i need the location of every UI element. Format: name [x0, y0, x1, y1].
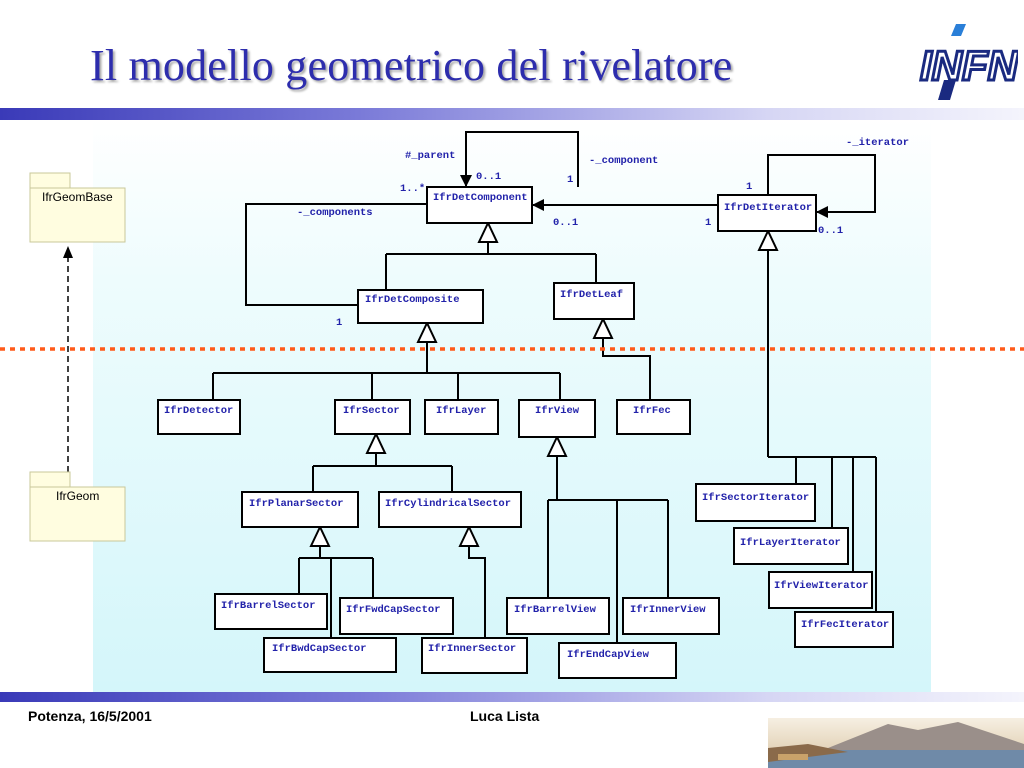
class-name: IfrSector [343, 405, 400, 417]
slide-title: Il modello geometrico del rivelatore [90, 41, 733, 90]
class-ifrendcapview[interactable] [558, 642, 677, 679]
class-name: IfrBwdCapSector [272, 643, 367, 655]
role-parent-label: #_parent [405, 150, 455, 162]
multiplicity-label: 0..1 [818, 225, 843, 237]
iterator-generalization-triangle [757, 228, 779, 251]
leaf-generalization-triangle [592, 316, 614, 339]
multiplicity-label: 1 [705, 217, 711, 229]
class-name: IfrInnerView [630, 604, 706, 616]
multiplicity-label: 1 [567, 174, 573, 186]
class-name: IfrDetIterator [724, 202, 812, 214]
fec-generalization-line [602, 338, 651, 400]
role-components-label: -_components [297, 207, 373, 219]
footer-author: Luca Lista [470, 708, 540, 724]
title-underline-bar [0, 108, 1024, 120]
class-ifrfwdcapsector[interactable] [339, 597, 454, 635]
iterator-self-arrowhead [816, 206, 828, 218]
class-name: IfrViewIterator [774, 580, 869, 592]
parent-arrowhead [460, 175, 472, 187]
logo-text: INFN [920, 42, 1018, 89]
class-name: IfrFwdCapSector [346, 604, 441, 616]
logo-mark-icon [951, 24, 966, 36]
class-name: IfrDetLeaf [560, 289, 623, 301]
class-ifrdetiterator[interactable] [717, 194, 817, 232]
class-name: IfrLayer [436, 405, 486, 417]
cylindrical-generalization-triangle [458, 524, 480, 547]
class-name: IfrFecIterator [801, 619, 889, 631]
component-arrowhead [532, 199, 544, 211]
package-ifrgeom[interactable]: IfrGeom [29, 471, 126, 542]
role-component-label: -_component [589, 155, 658, 167]
class-ifrinnerview[interactable] [622, 597, 720, 635]
component-generalization-triangle [477, 220, 499, 243]
multiplicity-label: 1 [746, 181, 752, 193]
multiplicity-label: 1..* [400, 183, 425, 195]
class-name: IfrBarrelView [514, 604, 597, 616]
inner-sector-generalization-line [468, 546, 486, 638]
class-name: IfrInnerSector [428, 643, 516, 655]
class-name: IfrPlanarSector [249, 498, 344, 510]
class-ifrfeciterator[interactable] [794, 611, 894, 648]
package-ifrgeombase[interactable]: IfrGeomBase [29, 172, 126, 243]
class-name: IfrDetComposite [365, 294, 460, 306]
footer-bar [0, 692, 1024, 702]
class-name: IfrDetComponent [433, 192, 528, 204]
iterator-self-line [767, 154, 876, 213]
class-ifrlayer[interactable] [424, 399, 499, 435]
footer-location-date: Potenza, 16/5/2001 [28, 708, 152, 724]
role-iterator-label: -_iterator [846, 137, 909, 149]
class-name: IfrView [535, 405, 580, 417]
class-name: IfrEndCapView [567, 649, 650, 661]
parent-association-line [465, 131, 579, 187]
class-ifrcylindricalsector[interactable] [378, 491, 522, 528]
class-ifrviewiterator[interactable] [768, 571, 873, 609]
infn-logo: INFN [919, 24, 1018, 100]
sector-generalization-triangle [365, 431, 387, 454]
class-name: IfrFec [633, 405, 671, 417]
class-ifrbarrelsector[interactable] [214, 593, 328, 630]
class-name: IfrLayerIterator [740, 537, 841, 549]
class-ifrbarrelview[interactable] [506, 597, 610, 635]
class-ifrplanarsector[interactable] [241, 491, 359, 528]
class-ifrlayeriterator[interactable] [733, 527, 849, 565]
class-ifrbwdcapsector[interactable] [263, 637, 397, 673]
multiplicity-label: 1 [336, 317, 342, 329]
multiplicity-label: 0..1 [476, 171, 501, 183]
class-ifrfec[interactable] [616, 399, 691, 435]
class-name: IfrCylindricalSector [385, 498, 511, 510]
class-ifrview[interactable] [518, 399, 596, 438]
class-ifrsectoriterator[interactable] [695, 483, 816, 522]
package-label: IfrGeom [56, 489, 99, 503]
package-label: IfrGeomBase [42, 190, 113, 204]
components-association-line [245, 203, 427, 306]
class-ifrdetcomponent[interactable] [426, 186, 533, 224]
logo-mark-lower-icon [938, 80, 956, 100]
composite-generalization-triangle [416, 320, 438, 343]
class-name: IfrSectorIterator [702, 492, 809, 504]
naples-landscape-image [768, 718, 1024, 768]
class-ifrinnersector[interactable] [421, 637, 528, 674]
class-ifrdetleaf[interactable] [553, 282, 635, 320]
view-generalization-triangle [546, 434, 568, 457]
multiplicity-label: 0..1 [553, 217, 578, 229]
class-ifrdetcomposite[interactable] [357, 289, 484, 324]
class-name: IfrDetector [164, 405, 233, 417]
class-ifrdetector[interactable] [157, 399, 241, 435]
planar-generalization-triangle [309, 524, 331, 547]
class-ifrsector[interactable] [334, 399, 411, 435]
class-name: IfrBarrelSector [221, 600, 316, 612]
package-dependency-arrowhead [63, 246, 73, 258]
